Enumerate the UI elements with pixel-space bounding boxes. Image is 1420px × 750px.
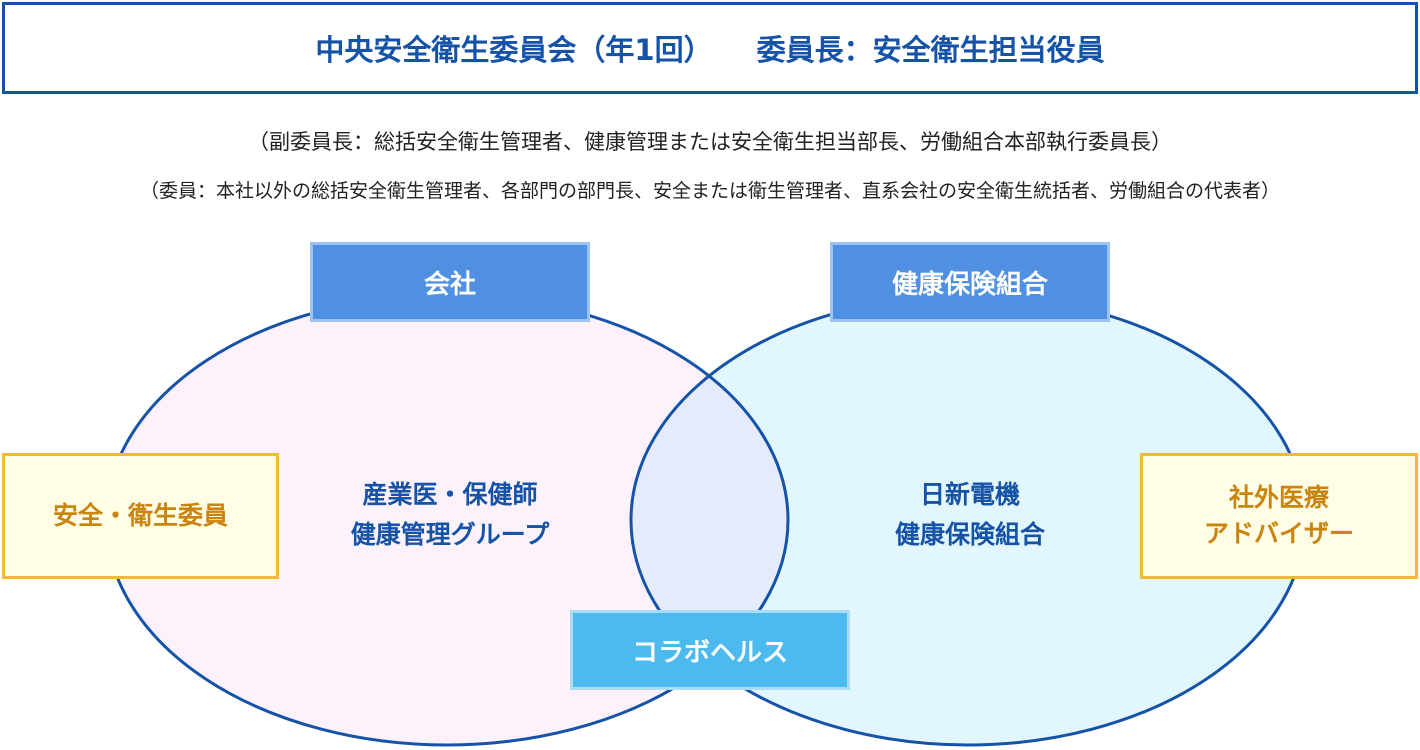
committee-chair: 委員長：安全衛生担当役員: [756, 33, 1105, 67]
members-note: （委員：本社以外の総括安全衛生管理者、各部門の部門長、安全または衛生管理者、直系…: [139, 180, 1280, 202]
health-insurance-label: 健康保険組合: [830, 242, 1110, 322]
external-advisor-line2: アドバイザー: [1203, 519, 1354, 548]
company-name: 日新電機: [919, 480, 1020, 509]
external-advisor-box: 社外医療 アドバイザー: [1140, 453, 1418, 579]
company-inner-text: 産業医・保健師 健康管理グループ: [280, 475, 620, 555]
insurance-inner-text: 日新電機 健康保険組合: [800, 475, 1140, 555]
external-advisor-line1: 社外医療: [1228, 482, 1329, 512]
committee-title: 中央安全衛生委員会（年1回）: [315, 33, 713, 67]
health-management-group: 健康管理グループ: [350, 520, 550, 549]
committee-title-box: 中央安全衛生委員会（年1回） 委員長：安全衛生担当役員: [2, 2, 1418, 94]
safety-committee-box: 安全・衛生委員: [2, 453, 279, 579]
vice-chair-note: （副委員長：総括安全衛生管理者、健康管理または安全衛生担当部長、労働組合本部執行…: [248, 130, 1172, 154]
collabo-health-label: コラボヘルス: [570, 610, 850, 690]
occupational-physician: 産業医・保健師: [362, 480, 538, 509]
health-insurance-union: 健康保険組合: [894, 520, 1045, 549]
company-label: 会社: [310, 242, 590, 322]
